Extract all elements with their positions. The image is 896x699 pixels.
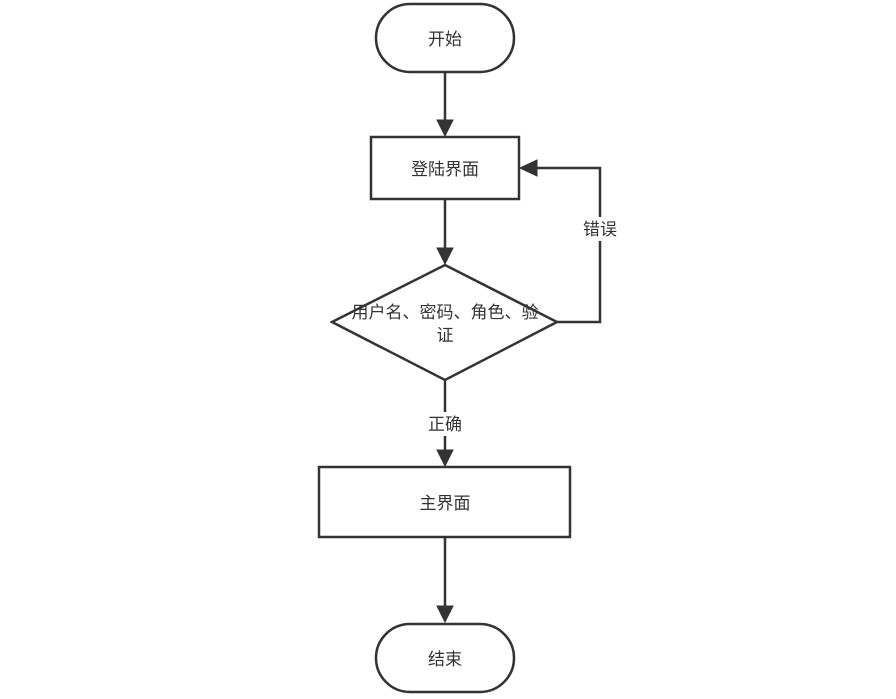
node-verify-label-line1: 用户名、密码、角色、验: [352, 303, 539, 323]
node-verify: 用户名、密码、角色、验 证: [329, 263, 560, 382]
node-main-shape: [317, 465, 572, 539]
node-start-shape: [374, 2, 516, 74]
node-verify-shape: [329, 263, 560, 382]
edge-label-correct-bg: [425, 412, 465, 436]
node-verify-label-line2: 证: [437, 326, 454, 346]
node-end-label: 结束: [428, 650, 462, 670]
node-end-shape: [374, 622, 516, 694]
node-start-label: 开始: [428, 30, 462, 50]
node-end: 结束: [374, 622, 516, 694]
edge-main-to-end: [436, 537, 454, 624]
edge-start-to-login: [436, 72, 454, 138]
node-main-label: 主界面: [420, 494, 471, 514]
edge-label-correct: 正确: [428, 415, 462, 435]
node-login-label: 登陆界面: [411, 160, 479, 180]
edge-verify-to-login-error: [518, 159, 602, 324]
edge-label-error: 错误: [583, 220, 617, 240]
node-start: 开始: [374, 2, 516, 74]
edge-login-to-verify: [436, 199, 454, 266]
node-login: 登陆界面: [369, 135, 521, 201]
edge-label-error-bg: [580, 217, 620, 241]
node-main: 主界面: [317, 465, 572, 539]
node-login-shape: [369, 135, 521, 201]
